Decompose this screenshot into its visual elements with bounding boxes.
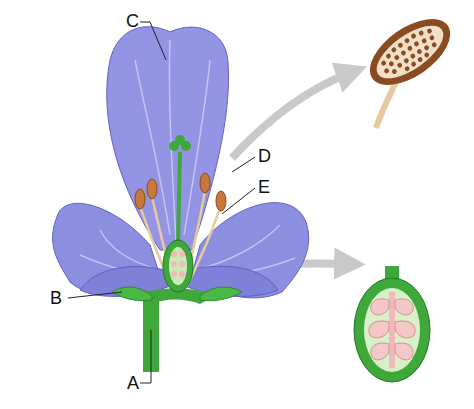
part-label: E <box>258 177 270 197</box>
part-label: A <box>127 373 139 393</box>
sepal <box>200 287 242 301</box>
style <box>178 152 180 245</box>
part-label: D <box>258 146 271 166</box>
leader-line <box>232 157 255 172</box>
anther-section <box>359 6 462 98</box>
petal <box>107 27 229 250</box>
leader-line <box>140 330 151 383</box>
sepal <box>112 287 152 301</box>
part-label: B <box>50 288 62 308</box>
anther <box>135 189 145 209</box>
ovary-section <box>354 266 430 382</box>
leader-line <box>68 292 122 298</box>
anther <box>147 179 157 199</box>
part-label: C <box>126 11 139 31</box>
ovary <box>163 240 193 292</box>
filament <box>376 78 398 128</box>
anther <box>216 191 226 211</box>
pointer-arrow <box>232 72 352 158</box>
anther <box>200 173 210 193</box>
leader-line <box>222 188 255 214</box>
leader-line <box>140 22 166 60</box>
